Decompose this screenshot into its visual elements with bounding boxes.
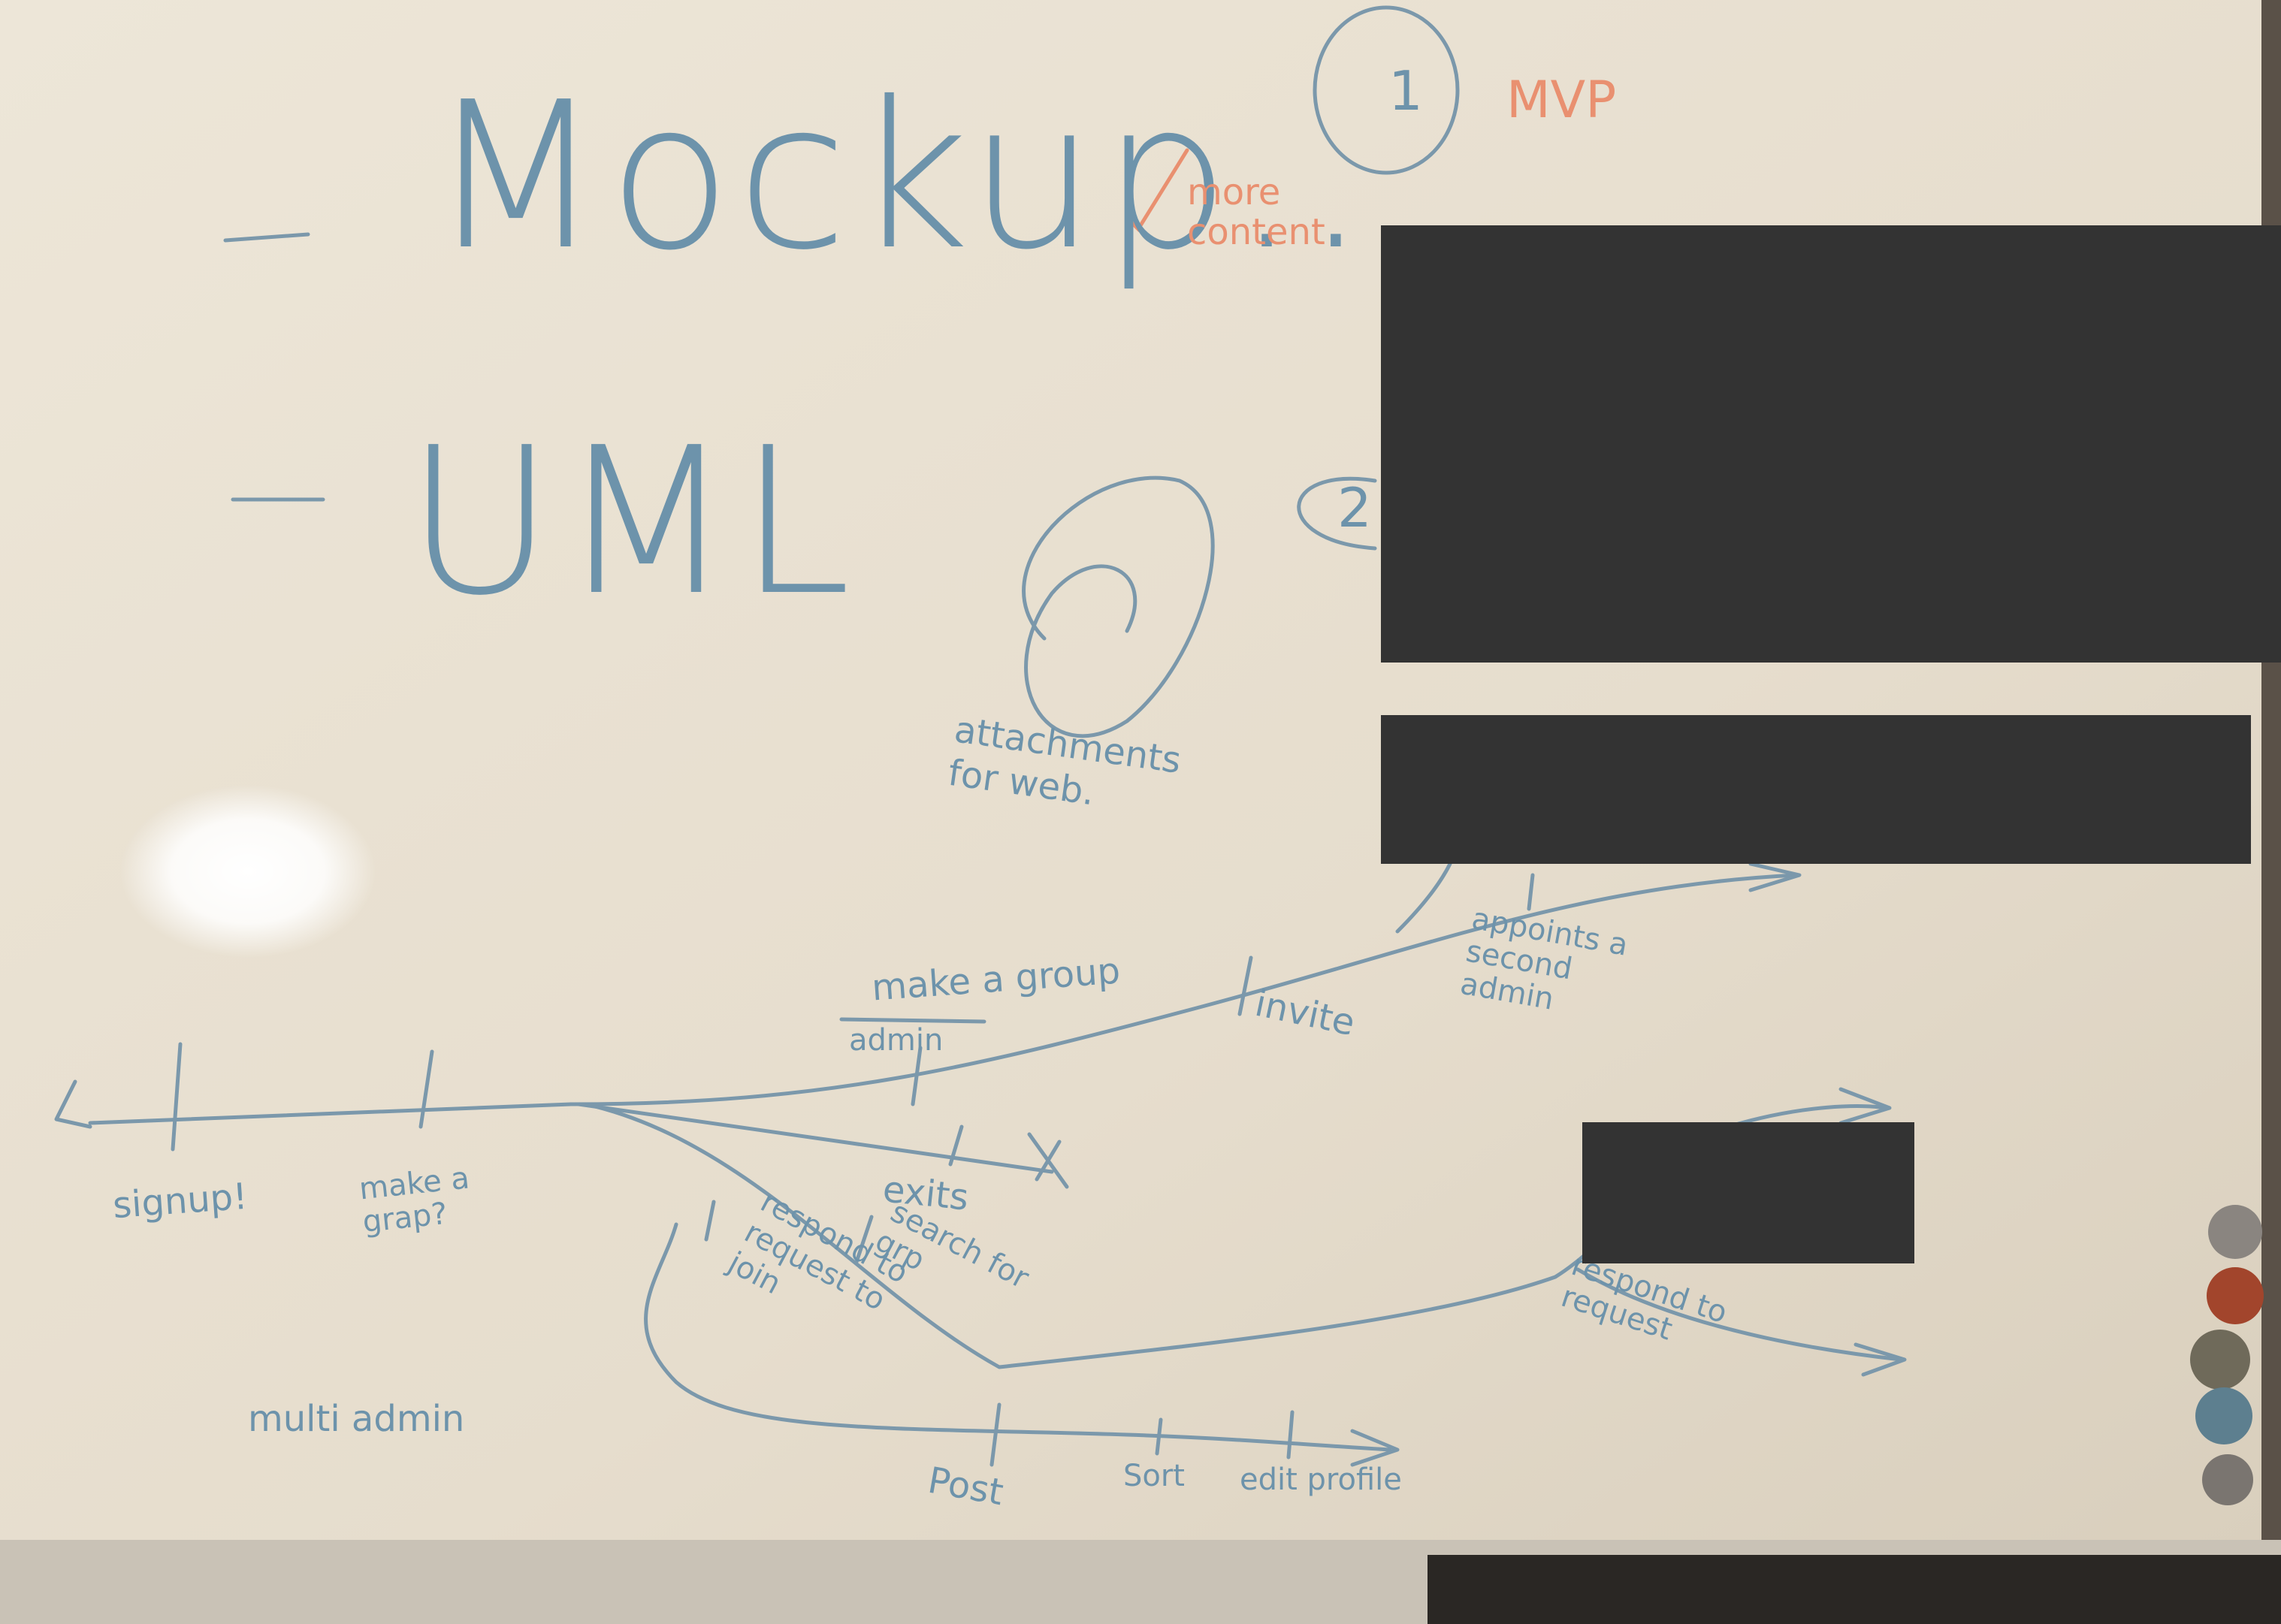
label-admin: admin <box>849 1023 944 1058</box>
label-edit-profile: edit profile <box>1240 1463 1402 1497</box>
label-sort: Sort <box>1123 1459 1185 1493</box>
magnets-icon <box>2190 1205 2264 1505</box>
light-glare <box>120 785 376 958</box>
mvp-label: MVP <box>1506 71 1617 130</box>
redaction-block-wide <box>1381 715 2251 864</box>
redaction-block-small <box>1582 1122 1914 1263</box>
label-multi-admin: multi admin <box>248 1398 465 1440</box>
redaction-block-large <box>1381 225 2281 663</box>
more-content-note: more content <box>1187 171 1325 253</box>
circle-two-label: 2 <box>1337 476 1372 539</box>
label-signup: signup! <box>111 1175 249 1227</box>
mvp-number: 1 <box>1388 59 1423 122</box>
heading-uml: UML <box>406 403 857 640</box>
heading-mockup: Mockup... <box>428 58 1442 294</box>
